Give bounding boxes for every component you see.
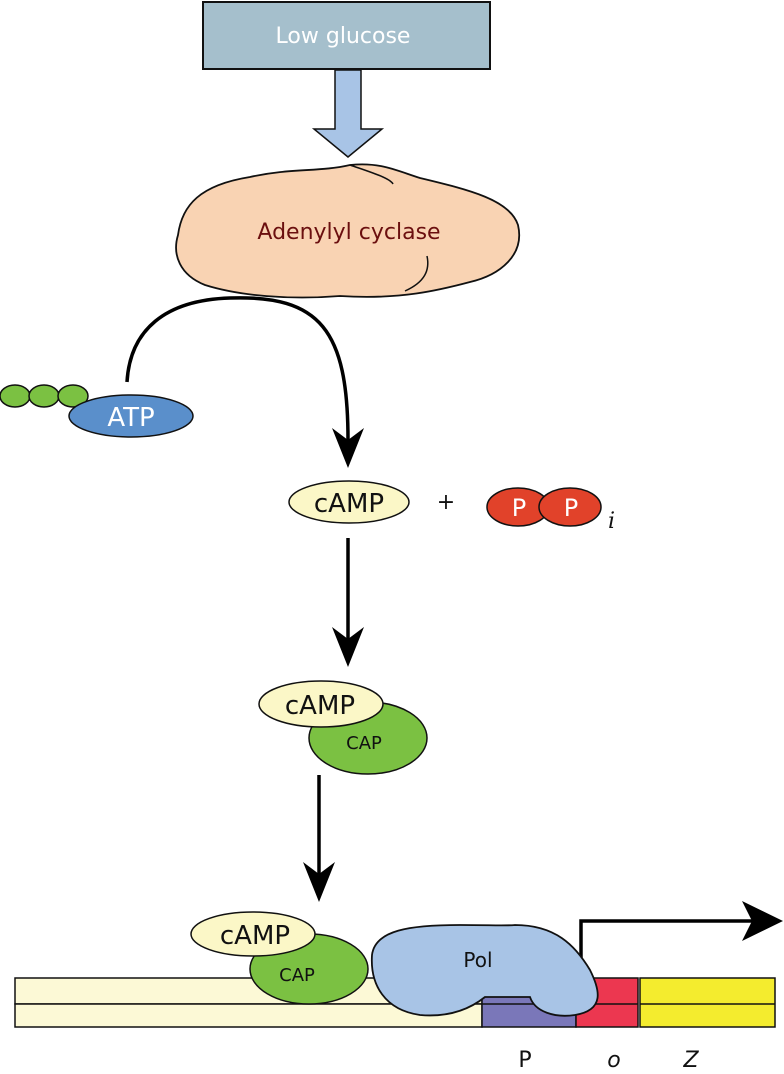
camp-ellipse: [258, 680, 384, 728]
lacz-label: Z: [682, 1048, 699, 1073]
camp-ellipse: [288, 480, 410, 524]
low-glucose-rect: [202, 1, 491, 70]
promoter-label: P: [518, 1048, 531, 1073]
camp-ellipse: [190, 911, 316, 957]
polymerase-label: Pol: [463, 948, 492, 972]
atp-label: ATP: [107, 403, 154, 433]
enzyme-fold-line: [404, 255, 429, 292]
camp-label: cAMP: [285, 691, 355, 721]
arrowhead-icon: [742, 901, 783, 941]
cap-label: CAP: [346, 733, 382, 754]
plus-sign: +: [437, 490, 455, 515]
phosphate-ellipse: [538, 487, 602, 527]
camp-label: cAMP: [314, 489, 384, 519]
enzyme-fold-line: [349, 164, 394, 185]
atp-molecule: ATP: [0, 384, 194, 438]
block-arrow-down: [311, 69, 385, 158]
phosphate-group: [28, 384, 60, 408]
reaction-arrow-curved: [125, 296, 350, 441]
rna-polymerase: [371, 924, 599, 1017]
arrowhead-icon: [332, 428, 364, 468]
adenylyl-cyclase-shape: [175, 163, 521, 299]
camp-cap-complex: cAMP CAP: [258, 680, 428, 775]
low-glucose-label: Low glucose: [276, 24, 411, 49]
camp-product: cAMP: [288, 480, 410, 524]
camp-cap-complex-bound: cAMP CAP: [190, 911, 369, 1005]
transcription-start-arrow: [579, 919, 755, 968]
phosphate-group: [57, 384, 89, 408]
phosphate-label: P: [564, 494, 578, 522]
phosphate-group: [0, 384, 31, 408]
arrowhead-icon: [303, 862, 335, 902]
low-glucose-box: Low glucose: [202, 1, 491, 70]
adenylyl-cyclase-label: Adenylyl cyclase: [257, 220, 440, 245]
atp-ellipse: [68, 394, 194, 438]
phosphate-label: P: [512, 494, 526, 522]
adenylyl-cyclase: Adenylyl cyclase: [175, 163, 521, 299]
lacz-segment: [639, 977, 776, 1028]
arrowhead-icon: [332, 627, 364, 667]
inorganic-subscript: i: [608, 509, 615, 534]
operator-label: o: [607, 1048, 620, 1073]
pyrophosphate: P P i: [486, 487, 615, 534]
cap-label: CAP: [279, 965, 315, 986]
camp-label: cAMP: [220, 921, 290, 951]
